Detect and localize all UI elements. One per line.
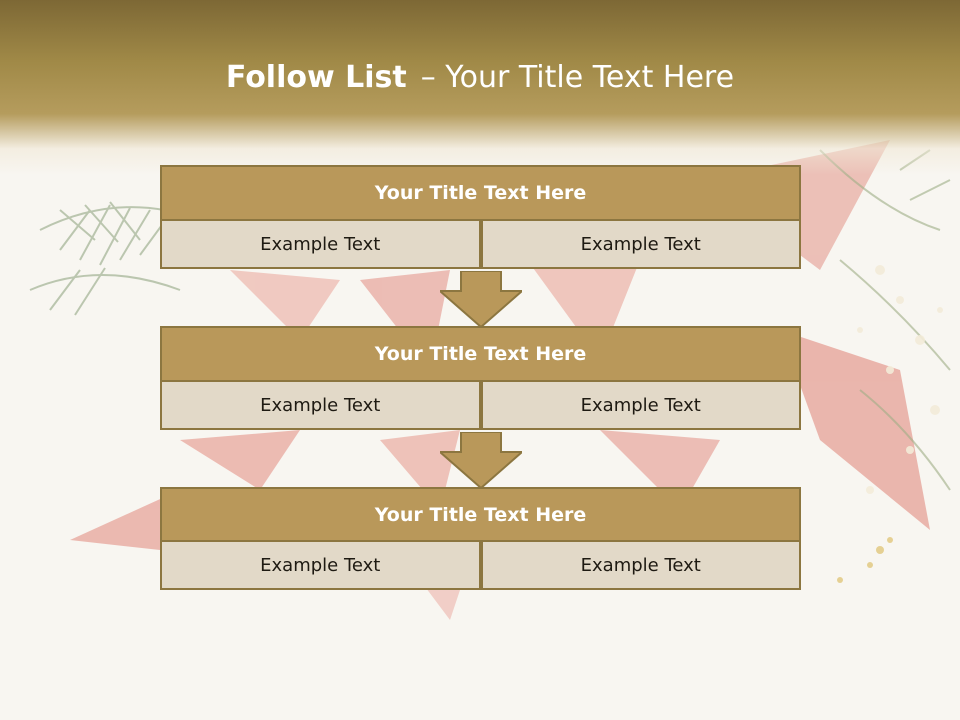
block-title: Your Title Text Here [160, 326, 801, 382]
block-row: Example Text Example Text [160, 221, 801, 269]
block-cell-left: Example Text [160, 221, 481, 269]
slide-title-bold: Follow List [225, 59, 407, 95]
list-block-2: Your Title Text Here Example Text Exampl… [160, 326, 801, 430]
block-cell-left: Example Text [160, 542, 481, 590]
list-block-3: Your Title Text Here Example Text Exampl… [160, 487, 801, 590]
block-title: Your Title Text Here [160, 487, 801, 542]
header-band [0, 0, 960, 175]
slide-title: Follow List – Your Title Text Here [0, 54, 960, 100]
list-block-1: Your Title Text Here Example Text Exampl… [160, 165, 801, 269]
block-row: Example Text Example Text [160, 382, 801, 430]
down-arrow-icon [440, 271, 522, 327]
block-title: Your Title Text Here [160, 165, 801, 221]
block-cell-right: Example Text [480, 382, 801, 430]
block-row: Example Text Example Text [160, 542, 801, 590]
block-cell-right: Example Text [480, 542, 801, 590]
block-cell-right: Example Text [480, 221, 801, 269]
down-arrow-icon [440, 432, 522, 488]
slide-title-rest: – Your Title Text Here [420, 59, 735, 95]
block-cell-left: Example Text [160, 382, 481, 430]
